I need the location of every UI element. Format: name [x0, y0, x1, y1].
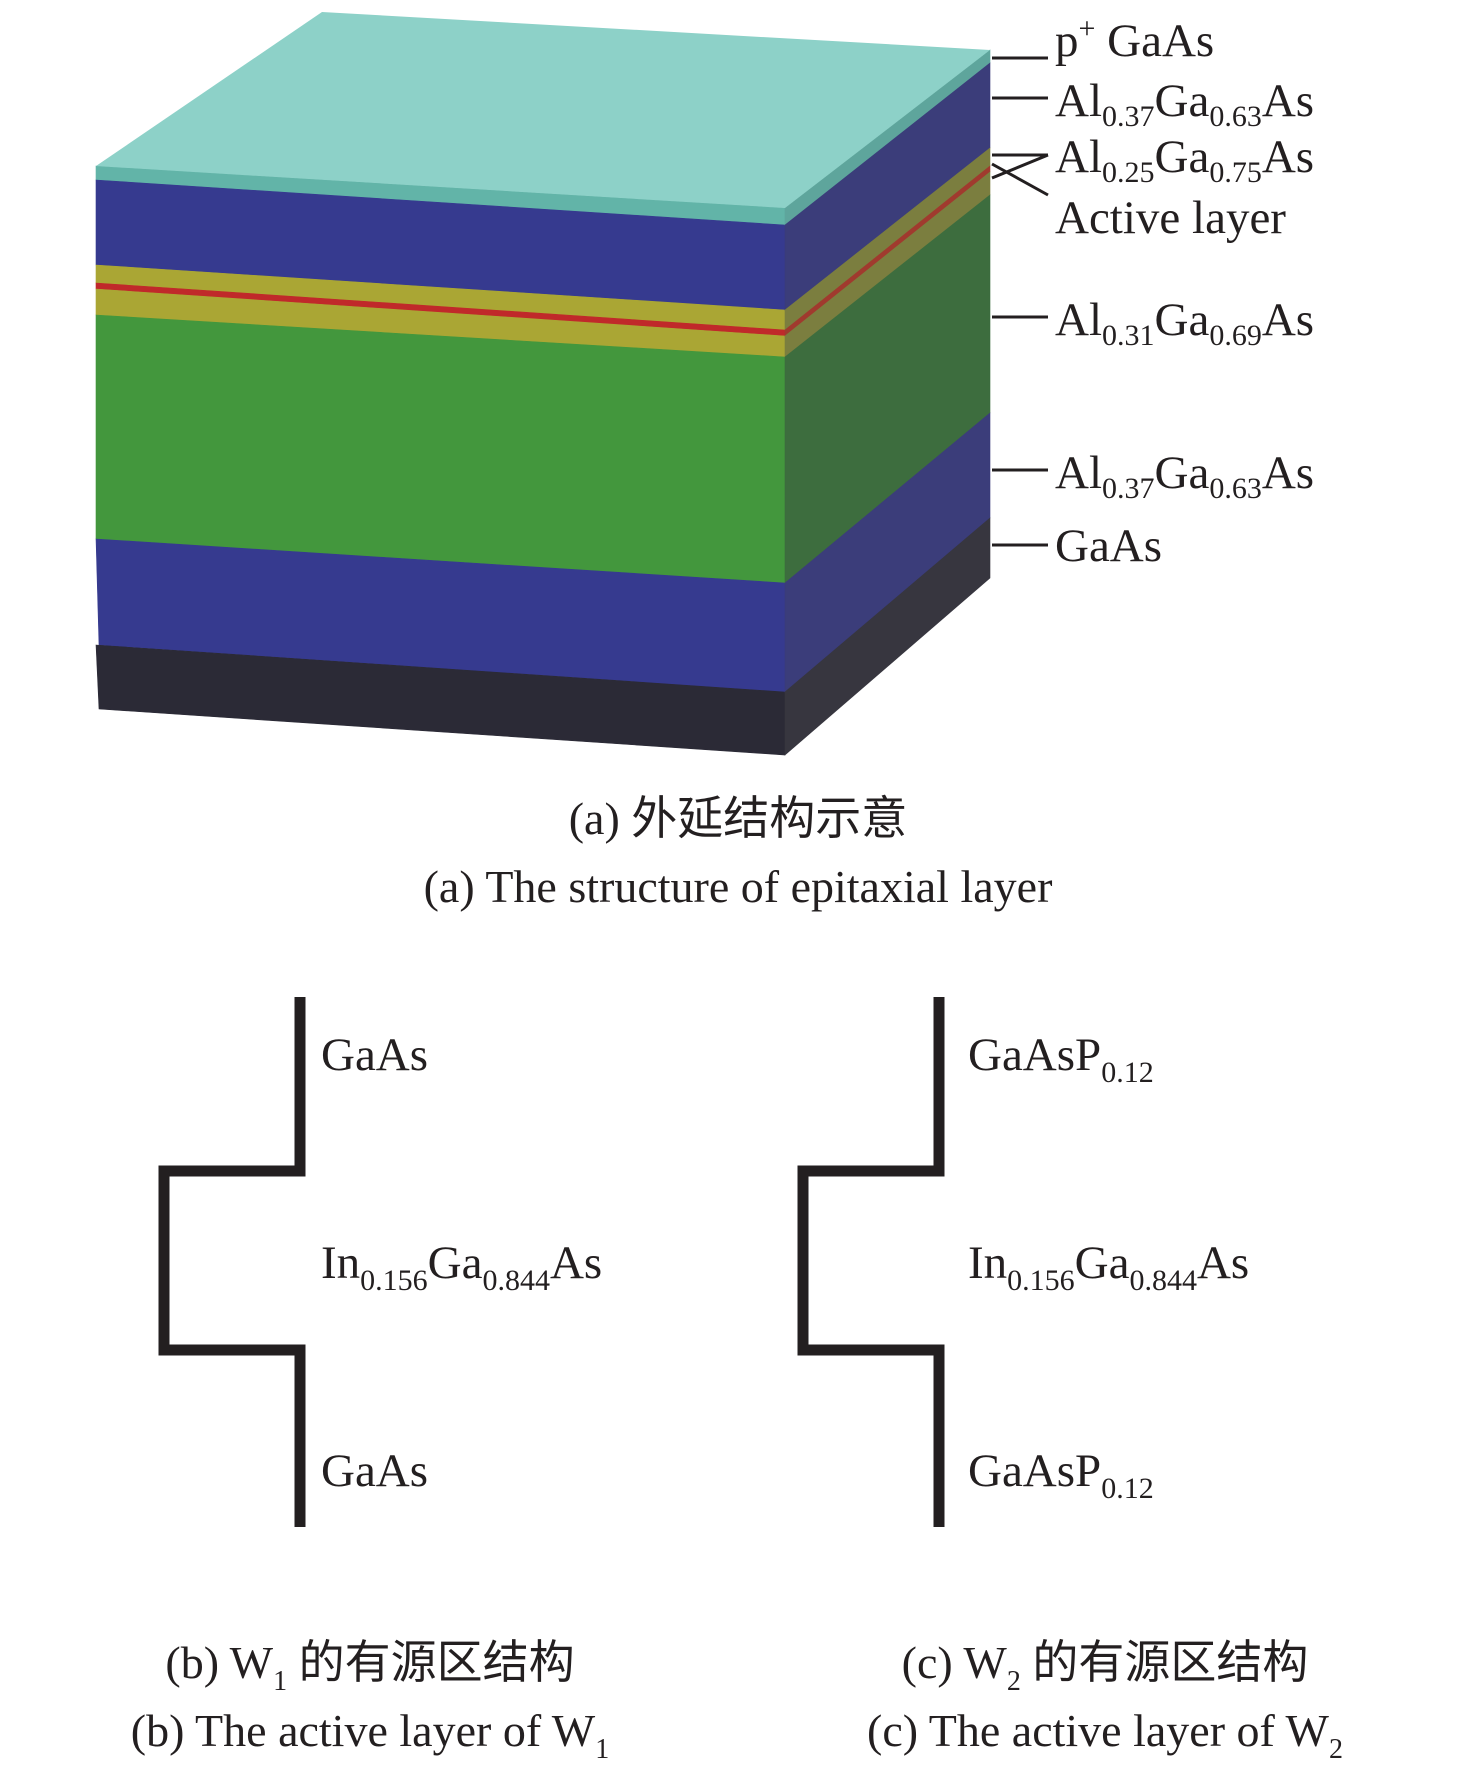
- caption-b-english: (b) The active layer of W1: [40, 1705, 700, 1764]
- label-text: In: [968, 1237, 1008, 1289]
- layer-label-al031: Al0.31Ga0.69As: [1055, 294, 1315, 351]
- caption-c-chinese: (c) W2 的有源区结构: [770, 1637, 1440, 1696]
- well-c-well-label: In0.156Ga0.844As: [968, 1237, 1250, 1296]
- caption-sub: 1: [595, 1734, 610, 1765]
- label-sub: 0.25: [1102, 156, 1155, 189]
- leader-line: [991, 153, 1049, 180]
- label-text: As: [1261, 75, 1315, 127]
- well-b-bottom-label: GaAs: [321, 1445, 429, 1497]
- label-sub: 0.63: [1209, 100, 1262, 133]
- label-text: As: [549, 1237, 603, 1289]
- caption-sub: 2: [1006, 1666, 1021, 1697]
- caption-a-english: (a) The structure of epitaxial layer: [423, 861, 1053, 912]
- layer-label-active: Active layer: [1055, 195, 1286, 242]
- label-sub: 0.844: [1129, 1264, 1197, 1297]
- label-sub: 0.37: [1102, 472, 1155, 505]
- label-text: GaAs: [1095, 15, 1215, 67]
- quantum-well-profiles: [158, 997, 945, 1527]
- label-text: Al: [1055, 131, 1102, 183]
- label-text: GaAsP: [968, 1029, 1102, 1081]
- label-text: Ga: [1154, 294, 1210, 346]
- label-text: As: [1261, 131, 1315, 183]
- label-text: GaAs: [1055, 520, 1163, 572]
- caption-a-chinese: (a) 外延结构示意: [568, 793, 908, 844]
- label-sub: 0.156: [1007, 1264, 1075, 1297]
- label-sub: 0.844: [482, 1264, 550, 1297]
- layer-front-al031: [95, 314, 786, 584]
- well-b-well-label: In0.156Ga0.844As: [321, 1237, 603, 1296]
- label-text: Al: [1055, 447, 1102, 499]
- layer-label-al025: Al0.25Ga0.75As: [1055, 131, 1315, 188]
- label-text: As: [1261, 447, 1315, 499]
- label-sub: 0.37: [1102, 100, 1155, 133]
- label-text: Ga: [427, 1237, 483, 1289]
- label-text: In: [321, 1237, 361, 1289]
- well-c-top-label: GaAsP0.12: [968, 1029, 1154, 1088]
- cube-front-face: [95, 165, 786, 756]
- layer-label-al037-bottom: Al0.37Ga0.63As: [1055, 447, 1315, 504]
- caption-sub: 2: [1328, 1734, 1343, 1765]
- layer-label-al037-top: Al0.37Ga0.63As: [1055, 75, 1315, 132]
- well-c-bottom-label: GaAsP0.12: [968, 1445, 1154, 1504]
- label-text: As: [1261, 294, 1315, 346]
- caption-sub: 1: [273, 1666, 288, 1697]
- cube-top-surface: [96, 12, 990, 208]
- label-text: Ga: [1154, 131, 1210, 183]
- label-text: p: [1055, 15, 1079, 67]
- caption-text: (c) W: [901, 1637, 1007, 1688]
- layer-label-p-gaas: p+ GaAs: [1055, 14, 1215, 67]
- cube-side-face: [784, 49, 991, 756]
- leader-line: [991, 162, 1049, 197]
- cube-top-face: [96, 12, 990, 208]
- label-sub: 0.63: [1209, 472, 1262, 505]
- label-sub: 0.75: [1209, 156, 1262, 189]
- label-text: Ga: [1154, 447, 1210, 499]
- label-text: Ga: [1074, 1237, 1130, 1289]
- label-text: GaAsP: [968, 1445, 1102, 1497]
- label-sub: 0.156: [360, 1264, 428, 1297]
- label-text: As: [1196, 1237, 1250, 1289]
- label-sub: 0.69: [1209, 319, 1262, 352]
- label-sup: +: [1078, 12, 1096, 45]
- caption-text: (b) W: [165, 1637, 274, 1688]
- caption-text: (b) The active layer of W: [130, 1705, 596, 1756]
- label-sub: 0.31: [1102, 319, 1155, 352]
- caption-text: 的有源区结构: [287, 1637, 575, 1688]
- label-text: Al: [1055, 294, 1102, 346]
- caption-text: 的有源区结构: [1020, 1637, 1309, 1688]
- well-profile-b: [158, 997, 306, 1527]
- label-sub: 0.12: [1101, 1056, 1154, 1089]
- layer-side-gaas-substrate: [784, 517, 991, 756]
- caption-b-chinese: (b) W1 的有源区结构: [40, 1637, 700, 1696]
- caption-text: (c) The active layer of W: [867, 1705, 1329, 1756]
- label-text: Active layer: [1055, 192, 1286, 244]
- label-text: Ga: [1154, 75, 1210, 127]
- label-leader-lines: [991, 56, 1049, 547]
- caption-c-english: (c) The active layer of W2: [770, 1705, 1440, 1764]
- layer-label-gaas-substrate: GaAs: [1055, 523, 1162, 570]
- label-text: Al: [1055, 75, 1102, 127]
- well-profile-c: [797, 997, 945, 1527]
- label-sub: 0.12: [1101, 1472, 1154, 1505]
- well-b-top-label: GaAs: [321, 1029, 429, 1081]
